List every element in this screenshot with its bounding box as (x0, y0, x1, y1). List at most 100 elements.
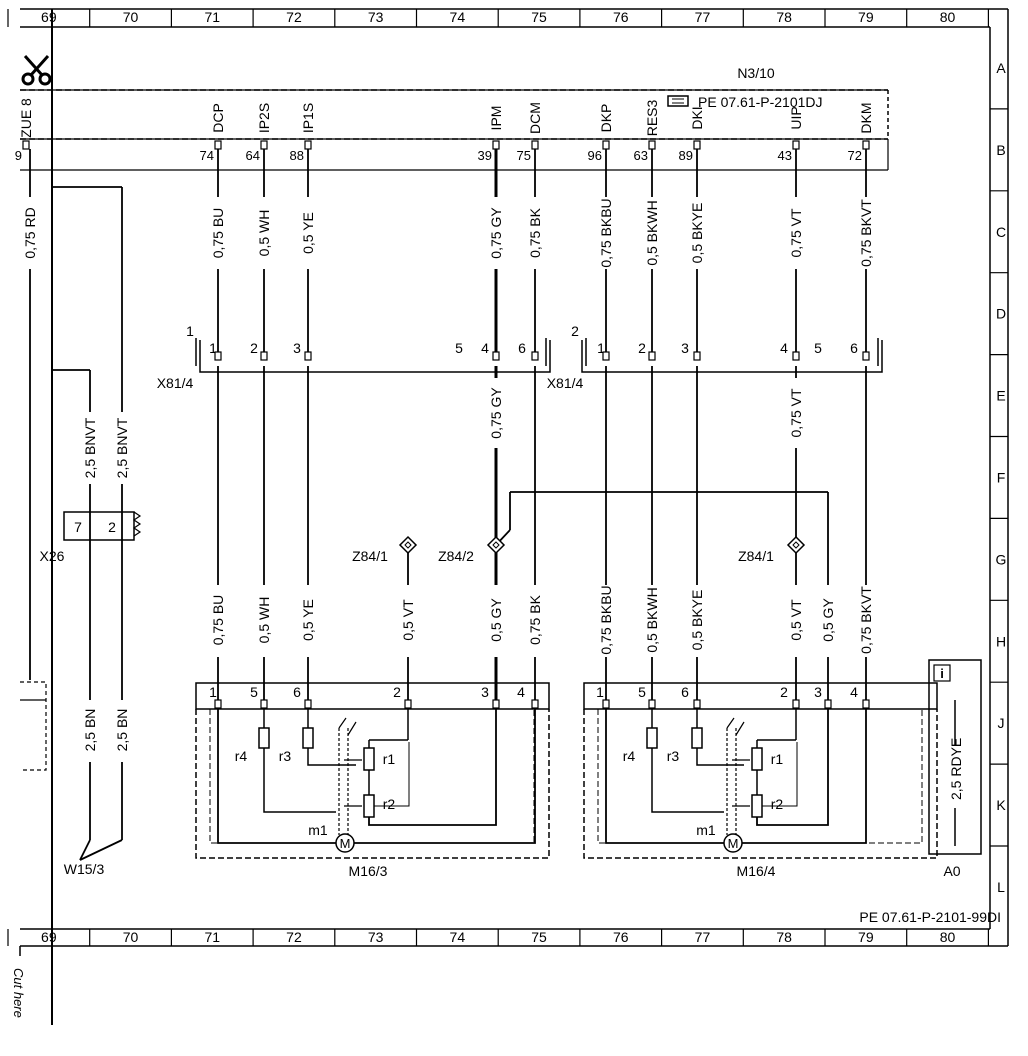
column-label: 69 (41, 9, 57, 25)
motor-icon (723, 833, 743, 853)
pin-terminal (693, 351, 701, 361)
x26-label: X26 (40, 548, 65, 564)
wire-label-upper: 0,75 BU (210, 208, 226, 259)
pin-terminal (602, 140, 610, 150)
connector-pin: 6 (850, 340, 858, 356)
label-r3: r3 (279, 748, 292, 764)
splice-label: Z84/2 (438, 548, 474, 564)
splice-icon (404, 541, 412, 549)
pin-terminal (260, 699, 268, 709)
wire-label-upper: 0,75 BKBU (598, 198, 614, 267)
module-pin-number: 9 (15, 148, 22, 163)
pin-terminal (22, 140, 30, 150)
column-label: 76 (613, 929, 629, 945)
label-bg (21, 197, 39, 269)
pin-terminal (602, 699, 610, 709)
connector-pin: 2 (250, 340, 258, 356)
row-ticks (990, 108, 1008, 847)
connector-pin: 3 (681, 340, 689, 356)
cut-here-label: Cut here (11, 968, 26, 1018)
resistor-r2 (751, 794, 763, 818)
column-label: 78 (776, 9, 792, 25)
label-r3: r3 (667, 748, 680, 764)
row-label: D (996, 306, 1006, 322)
label-bg (688, 197, 706, 269)
label-bg (487, 585, 505, 657)
module-ref: PE 07.61-P-2101DJ (698, 94, 823, 110)
label-m1: m1 (696, 822, 716, 838)
label-bg (819, 585, 837, 657)
label-bg (209, 585, 227, 657)
w15-label: W15/3 (64, 861, 105, 877)
wire-label-lower: 0,75 BU (210, 595, 226, 646)
column-label: 75 (531, 929, 547, 945)
wire-label-lower: 0,5 VT (400, 599, 416, 641)
connector-pin: 4 (780, 340, 788, 356)
wire-label-bn: 2,5 BN (114, 709, 130, 752)
wire (79, 839, 123, 861)
row-label: B (996, 142, 1005, 158)
pin-terminal (214, 140, 222, 150)
row-label: A (996, 60, 1006, 76)
connector-pin: 4 (481, 340, 489, 356)
column-label: 71 (204, 9, 220, 25)
row-label: J (998, 715, 1005, 731)
connector-pin: 1 (597, 340, 605, 356)
module-pin-number: 74 (200, 148, 214, 163)
label-r4: r4 (235, 748, 248, 764)
wire-label-bnvt: 2,5 BNVT (82, 417, 98, 478)
column-label: 70 (123, 9, 139, 25)
module-pin-number: 39 (478, 148, 492, 163)
row-label: G (996, 551, 1007, 567)
label-bg (857, 585, 875, 657)
column-label: 80 (940, 9, 956, 25)
pin-terminal (492, 351, 500, 361)
pin-terminal (602, 351, 610, 361)
pin-terminal (824, 699, 832, 709)
pin-terminal (693, 699, 701, 709)
column-label: 72 (286, 9, 302, 25)
label-bg (787, 585, 805, 657)
column-label: 76 (613, 9, 629, 25)
connector-pin: 3 (293, 340, 301, 356)
module-pin-name: DCM (527, 102, 543, 134)
scissors-icon (21, 54, 52, 86)
footer-ref: PE 07.61-P-2101-99DI (859, 909, 1001, 925)
wire-label-lower: 0,5 VT (788, 599, 804, 641)
module-pin-number: 43 (778, 148, 792, 163)
pin-terminal (648, 351, 656, 361)
column-label: 77 (695, 9, 711, 25)
label-bg (857, 197, 875, 269)
connector-label: X81/4 (547, 375, 584, 391)
module-pin-number: 89 (679, 148, 693, 163)
label-r2: r2 (383, 796, 396, 812)
label-r4: r4 (623, 748, 636, 764)
motor-symbol: M (340, 836, 351, 851)
row-label: L (997, 879, 1005, 895)
column-label: 72 (286, 929, 302, 945)
actuator-pin: 3 (481, 684, 489, 700)
column-label: 80 (940, 929, 956, 945)
wires (20, 149, 867, 861)
column-label: 71 (204, 929, 220, 945)
wire-label-mid: 0,75 VT (788, 388, 804, 437)
label-bg (487, 378, 505, 448)
hand-pointer-icon (667, 95, 689, 107)
module-pin-number: 75 (517, 148, 531, 163)
pin-terminal (304, 351, 312, 361)
column-label: 73 (368, 929, 384, 945)
module-pin-name: DKI (689, 106, 705, 129)
column-label: 73 (368, 9, 384, 25)
actuator-pin: 2 (393, 684, 401, 700)
module-pin-name: DCP (210, 103, 226, 133)
wire-label-lower: 0,5 BKYE (689, 590, 705, 651)
module-name: N3/10 (737, 65, 775, 81)
wire-label-lower: 0,5 GY (488, 598, 504, 642)
actuator-name: M16/4 (737, 863, 776, 879)
actuator-pin: 1 (596, 684, 604, 700)
pin-terminal (648, 140, 656, 150)
label-bg (255, 197, 273, 269)
module-pin-name: ZUE 8 (18, 98, 34, 138)
